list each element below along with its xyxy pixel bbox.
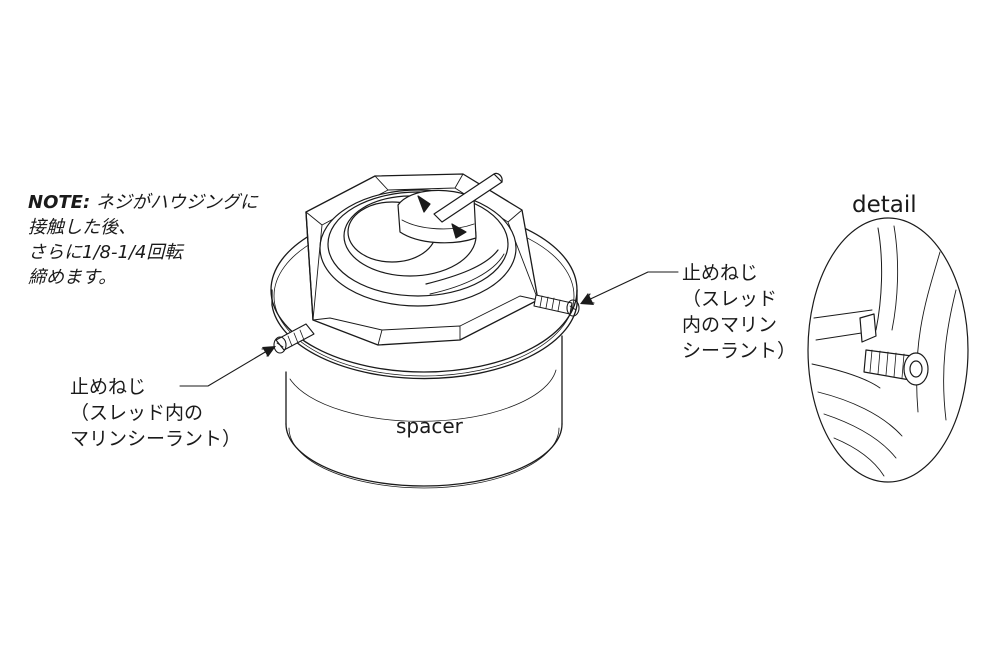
callout-left-line-3: マリンシーラント）	[70, 428, 242, 450]
set-screw-callout-left: 止めねじ （スレッド内の マリンシーラント）	[70, 374, 241, 452]
note-line-1: ネジがハウジングに	[95, 192, 258, 213]
spacer-cylinder	[285, 335, 563, 489]
detail-view	[807, 217, 969, 483]
callout-left-line-1: 止めねじ	[70, 376, 147, 398]
set-screw-callout-right: 止めねじ （スレッド 内のマリン シーラント）	[682, 260, 796, 364]
leader-arrowhead-right	[580, 293, 594, 305]
spacer-label: spacer	[396, 414, 463, 438]
callout-right-line-3: 内のマリン	[682, 314, 778, 336]
note-line-4: 締めます。	[28, 267, 117, 288]
callout-left-line-2: （スレッド内の	[70, 402, 204, 424]
detail-label: detail	[852, 192, 917, 218]
callout-right-line-2: （スレッド	[682, 288, 778, 310]
set-screw-left	[273, 323, 315, 354]
note-label: NOTE:	[28, 192, 91, 213]
note-line-3: さらに1/8-1/4回転	[28, 242, 183, 263]
set-screw-right	[533, 294, 580, 317]
callout-right-line-4: シーラント）	[682, 340, 797, 362]
note-line-2: 接触した後、	[28, 217, 136, 238]
valve-handle	[397, 172, 503, 244]
callout-right-line-1: 止めねじ	[682, 262, 759, 284]
note-text-block: NOTE: ネジがハウジングに 接触した後、 さらに1/8-1/4回転 締めます…	[28, 190, 258, 290]
leader-arrowhead-left	[262, 346, 276, 357]
